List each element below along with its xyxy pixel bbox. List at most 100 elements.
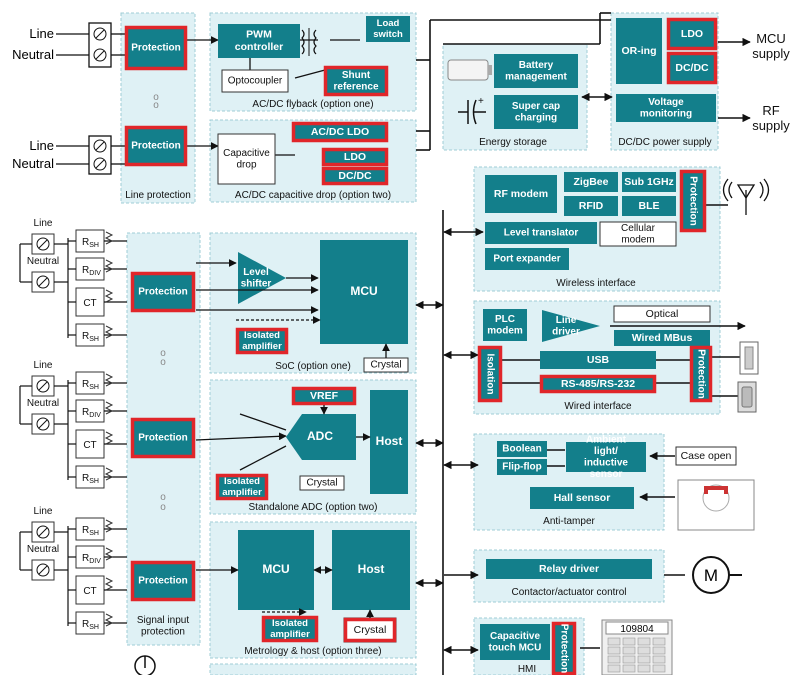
wired-protection-label: Protection	[695, 349, 706, 398]
optical-label: Optical	[646, 308, 679, 320]
optocoupler: Optocoupler	[221, 69, 289, 93]
wired-mbus-label: Wired MBus	[632, 332, 693, 344]
channel-line-label: Line	[34, 506, 53, 517]
svg-text:Optocoupler: Optocoupler	[228, 76, 283, 87]
svg-text:controller: controller	[235, 41, 283, 53]
svg-text:management: management	[505, 71, 567, 82]
svg-text:Boolean: Boolean	[502, 444, 541, 455]
panel-bottom-strip	[209, 663, 417, 675]
svg-text:AC/DC LDO: AC/DC LDO	[311, 126, 369, 138]
metrology-mcu-label: MCU	[262, 562, 289, 576]
metrology-host: Host	[332, 530, 410, 610]
sub1ghz-label: Sub 1GHz	[624, 176, 674, 188]
metrology-crystal-label: Crystal	[354, 624, 387, 636]
motor-icon	[692, 556, 742, 594]
svg-text:Protection: Protection	[138, 287, 187, 298]
zigbee: ZigBee	[564, 172, 618, 192]
svg-text:charging: charging	[515, 112, 557, 123]
svg-text:RF: RF	[762, 103, 779, 118]
soc-mcu: MCU	[320, 240, 408, 344]
hmi-caption: HMI	[518, 664, 536, 675]
svg-text:Protection: Protection	[138, 433, 187, 444]
signal-dots-3: o	[160, 502, 166, 513]
wireless-caption: Wireless interface	[556, 278, 636, 289]
level-translator-label: Level translator	[504, 228, 579, 239]
metrology-crystal: Crystal	[343, 617, 397, 643]
ps-ldo: LDO	[666, 17, 718, 51]
svg-text:switch: switch	[373, 29, 403, 40]
svg-text:LDO: LDO	[344, 151, 366, 163]
soc-mcu-label: MCU	[350, 284, 377, 298]
adc-host-label: Host	[376, 434, 403, 448]
flipflop: Flip-flop	[497, 459, 547, 475]
oring: OR-ing	[616, 18, 662, 84]
battery-icon	[447, 59, 492, 81]
svg-text:Protection: Protection	[558, 624, 569, 673]
rf-modem: RF modem	[485, 175, 557, 213]
power-icon	[134, 655, 156, 675]
acdc-cap-caption: AC/DC capacitive drop (option two)	[235, 190, 391, 201]
svg-text:Protection: Protection	[687, 176, 698, 225]
svg-text:Line: Line	[556, 315, 577, 326]
svg-text:MCU: MCU	[262, 562, 289, 576]
svg-text:Ambient: Ambient	[586, 434, 627, 445]
rfid-label: RFID	[579, 200, 604, 212]
svg-text:DC/DC: DC/DC	[675, 62, 709, 74]
adc-label: ADC	[307, 429, 333, 443]
svg-text:Super cap: Super cap	[512, 101, 560, 112]
inner-arrows	[195, 259, 390, 618]
contactor-caption: Contactor/actuator control	[511, 587, 626, 598]
port-expander: Port expander	[485, 248, 569, 270]
isolation: Isolation	[477, 345, 503, 403]
relay-driver: Relay driver	[486, 559, 652, 579]
wireless-protection: Protection	[679, 169, 707, 233]
svg-text:light/: light/	[594, 446, 618, 457]
line-protection-top-label: Protection	[131, 43, 180, 54]
svg-text:supply: supply	[752, 118, 790, 133]
wireless-protection-label: Protection	[687, 176, 698, 225]
svg-text:Shunt: Shunt	[342, 70, 371, 81]
boolean: Boolean	[497, 441, 547, 457]
svg-text:Sub 1GHz: Sub 1GHz	[624, 176, 674, 188]
transformer-icon	[301, 29, 317, 55]
sub1ghz: Sub 1GHz	[622, 172, 676, 192]
svg-text:BLE: BLE	[639, 200, 660, 212]
svg-text:RF modem: RF modem	[494, 188, 548, 200]
signal-protection-3-label: Protection	[138, 576, 187, 587]
adc-caption: Standalone ADC (option two)	[249, 502, 378, 513]
lcd-readout: 109804	[620, 624, 654, 635]
svg-text:Hall sensor: Hall sensor	[554, 492, 611, 504]
ble-label: BLE	[639, 200, 660, 212]
oring-label: OR-ing	[622, 45, 657, 57]
soc-crystal-label: Crystal	[370, 360, 401, 371]
adc-crystal: Crystal	[299, 475, 345, 491]
ps-dcdc: DC/DC	[666, 51, 718, 85]
serial-port-icon	[737, 381, 757, 413]
keypad-icon	[601, 619, 673, 675]
svg-text:MCU: MCU	[350, 284, 377, 298]
svg-text:reference: reference	[333, 81, 378, 92]
adc-crystal-label: Crystal	[306, 478, 337, 489]
svg-text:OR-ing: OR-ing	[622, 45, 657, 57]
